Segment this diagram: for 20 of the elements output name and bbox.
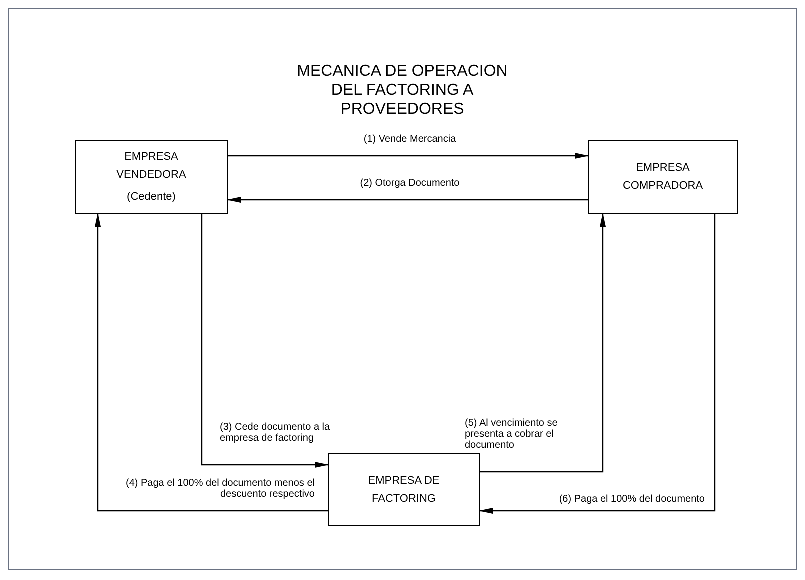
arrow [201,214,329,468]
edge-label: (6) Paga el 100% del documento [558,494,705,505]
edge-label: (4) Paga el 100% del documento menos el descuento respectivo [124,478,315,500]
entity-box [75,140,228,214]
edge-label: (2) Otorga Documento [359,178,461,189]
arrow [480,213,606,473]
arrow [95,213,328,512]
node-text: EMPRESA VENDEDORA [116,150,188,183]
entity-box [328,453,480,526]
edge-label: (5) Al vencimiento se presenta a cobrar el documento [465,418,559,451]
arrow [227,197,588,203]
title: MECANICA DE OPERACION DEL FACTORING A PROVEEDORES [296,62,509,119]
arrow [228,153,589,159]
arrow [479,214,716,514]
node-text: (Cedente) [127,190,176,205]
entity-box [588,140,738,214]
edge-label: (1) Vende Mercancia [362,134,458,145]
edge-label: (3) Cede documento a la empresa de factoring [220,422,332,444]
node-text: EMPRESA COMPRADORA [622,161,704,194]
node-text: EMPRESA DE FACTORING [367,474,441,506]
